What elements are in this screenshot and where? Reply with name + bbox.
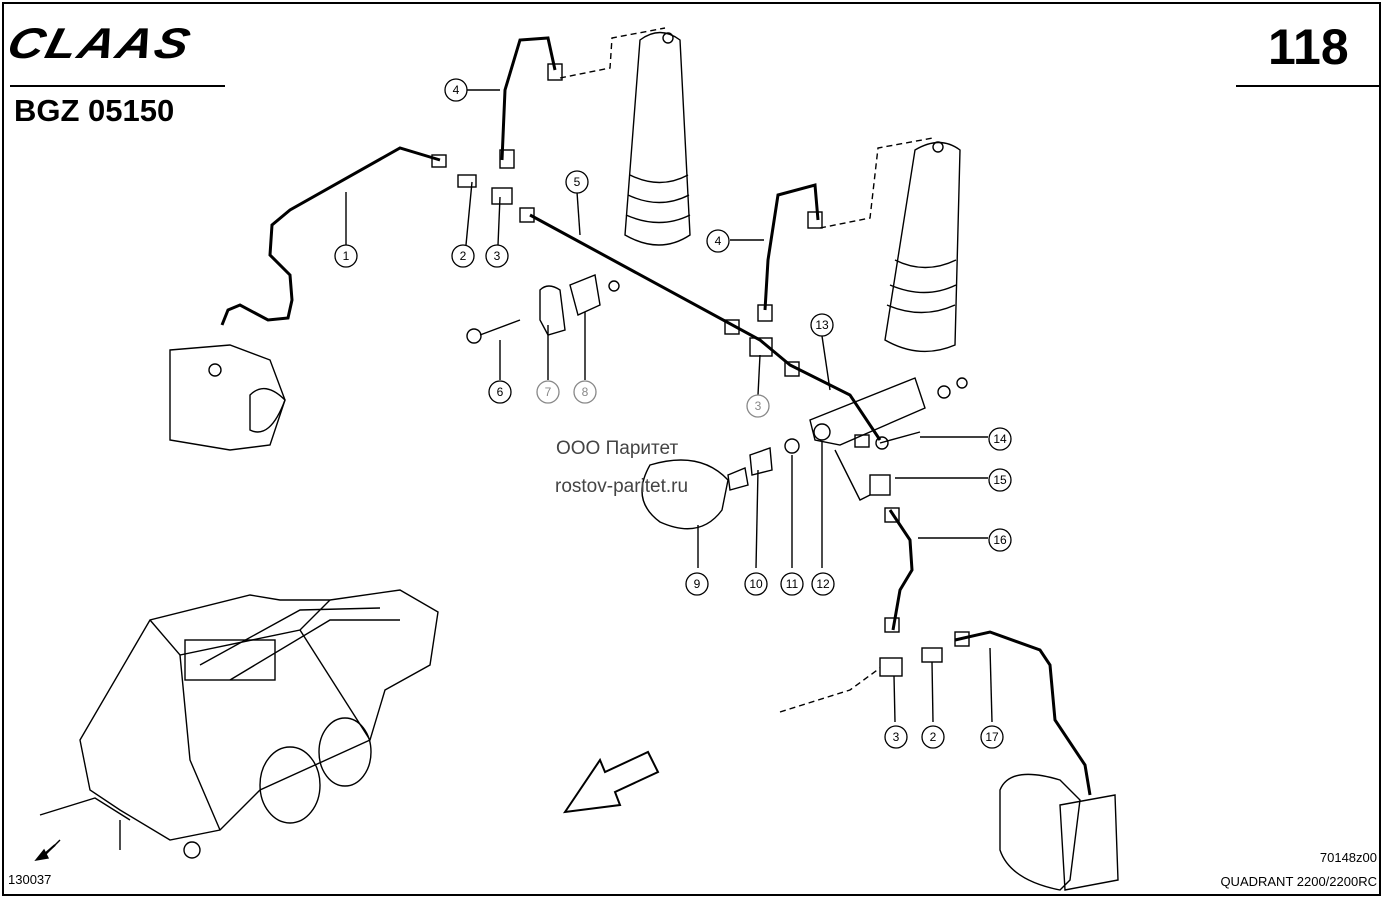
callout-4: 4 (444, 78, 468, 102)
callout-5: 5 (565, 170, 589, 194)
callout-2-lower: 2 (921, 725, 945, 749)
svg-text:2: 2 (930, 730, 937, 744)
callout-7: 7 (536, 380, 560, 404)
svg-text:3: 3 (755, 399, 762, 413)
svg-text:4: 4 (453, 83, 460, 97)
page-number: 118 (1268, 19, 1349, 75)
watermark-url: rostov-paritet.ru (555, 476, 689, 497)
svg-text:10: 10 (749, 577, 763, 591)
callout-13: 13 (810, 313, 834, 337)
svg-text:14: 14 (993, 432, 1007, 446)
svg-text:15: 15 (993, 473, 1007, 487)
callout-17: 17 (980, 725, 1004, 749)
callout-2: 2 (451, 244, 475, 268)
document-code: BGZ 05150 (14, 93, 175, 128)
svg-text:6: 6 (497, 385, 504, 399)
callout-1: 1 (334, 244, 358, 268)
svg-text:5: 5 (574, 175, 581, 189)
header-rule-left (10, 85, 225, 87)
callout-3-grey: 3 (746, 394, 770, 418)
footer-drawing-id: 70148z00 (1319, 850, 1377, 865)
callout-14: 14 (988, 427, 1012, 451)
svg-text:3: 3 (494, 249, 501, 263)
callout-3-lower: 3 (884, 725, 908, 749)
accumulator-cylinder-right (884, 141, 961, 353)
svg-text:9: 9 (694, 577, 701, 591)
footer-left-code: 130037 (8, 872, 52, 887)
callout-12: 12 (811, 572, 835, 596)
baler-overview (39, 589, 439, 859)
callout-9: 9 (685, 572, 709, 596)
svg-text:11: 11 (786, 577, 799, 591)
svg-text:13: 13 (815, 318, 829, 332)
callout-10: 10 (744, 572, 768, 596)
callout-4-second: 4 (706, 229, 730, 253)
svg-text:12: 12 (816, 577, 830, 591)
svg-text:16: 16 (993, 533, 1007, 547)
accumulator-cylinder-left (624, 31, 691, 246)
svg-text:17: 17 (985, 730, 999, 744)
svg-text:8: 8 (582, 385, 589, 399)
callout-11: 11 (780, 572, 804, 596)
callout-16: 16 (988, 528, 1012, 552)
line-art (34, 27, 1119, 891)
svg-text:4: 4 (715, 234, 722, 248)
header-rule-right (1236, 85, 1381, 87)
footer-model: QUADRANT 2200/2200RC (1220, 874, 1377, 889)
callout-15: 15 (988, 468, 1012, 492)
callout-6: 6 (488, 380, 512, 404)
svg-text:2: 2 (460, 249, 467, 263)
svg-text:1: 1 (343, 249, 350, 263)
svg-text:7: 7 (545, 385, 552, 399)
callout-8: 8 (573, 380, 597, 404)
callout-3: 3 (485, 244, 509, 268)
watermark-company: ООО Паритет (556, 438, 679, 459)
svg-text:3: 3 (893, 730, 900, 744)
